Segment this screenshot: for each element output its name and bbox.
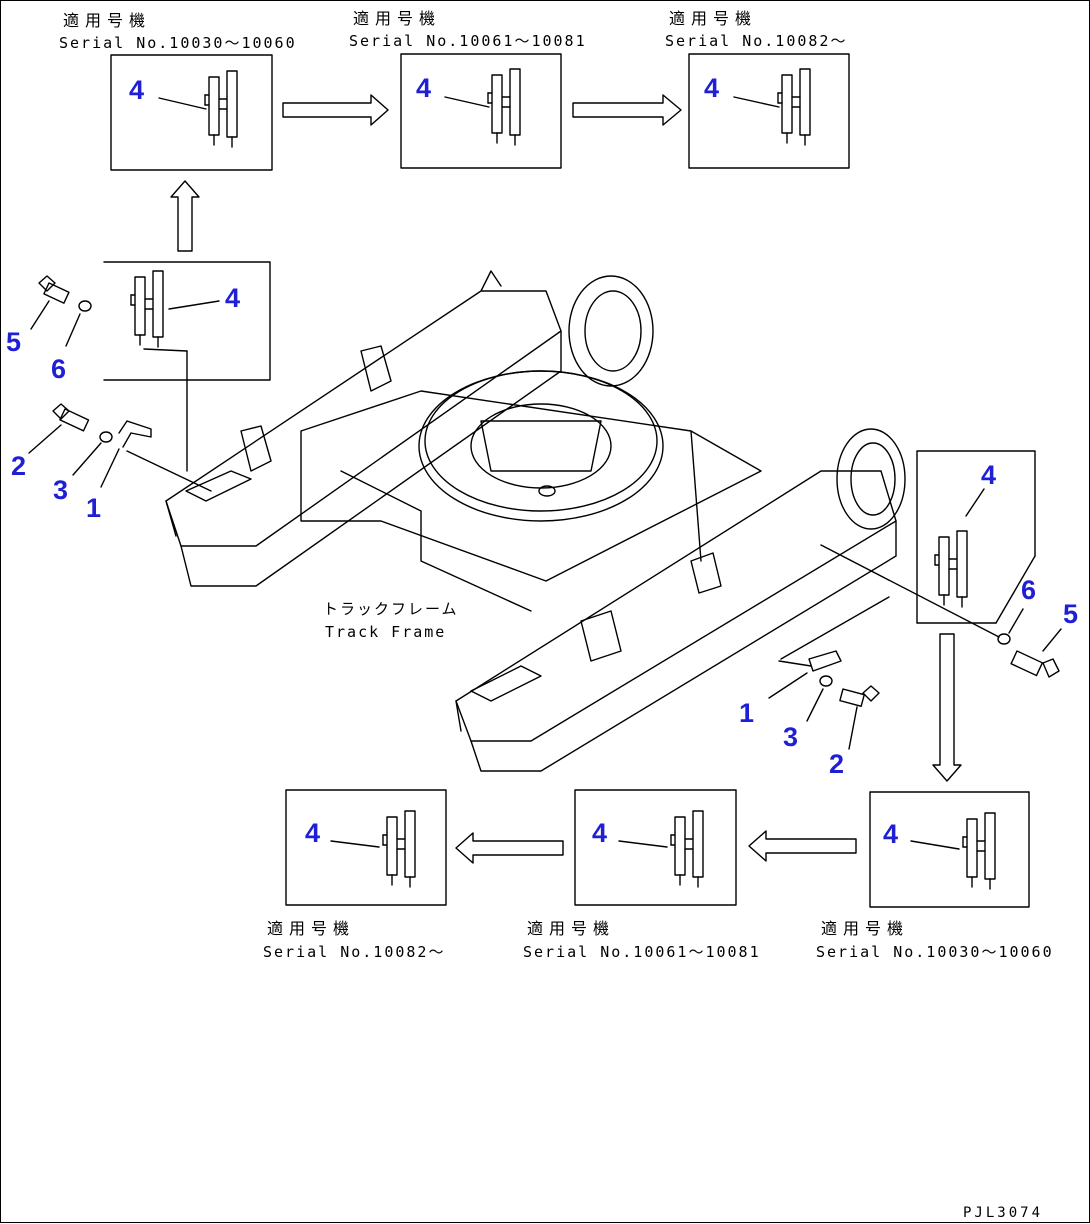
clip-1-left: [118, 420, 152, 448]
callout-2-left: 2: [11, 451, 27, 481]
callout-1-left: 1: [86, 493, 102, 523]
serial-range-bottom-1: Serial No.10082～: [263, 943, 446, 961]
callout-6-left: 6: [51, 354, 67, 384]
detail-box-right: [916, 450, 1036, 624]
callout-4-right-box: 4: [981, 460, 997, 490]
callout-5-left: 5: [6, 327, 22, 357]
serial-range-bottom-3: Serial No.10030～10060: [816, 943, 1054, 961]
callout-1-right: 1: [739, 698, 755, 728]
serial-range-top-3: Serial No.10082～: [665, 32, 848, 50]
bolt-2-right: [839, 685, 880, 707]
arrow-up: [170, 180, 200, 252]
callout-2-right: 2: [829, 749, 845, 779]
washer-6-right: [997, 633, 1011, 645]
track-frame-label-en: Track Frame: [325, 623, 447, 641]
track-frame-label-jp: トラックフレーム: [323, 600, 459, 618]
detail-box-top-3: [688, 53, 850, 169]
washer-3-right: [819, 675, 833, 687]
arrow-down: [932, 633, 962, 782]
callout-4-bottom-2: 4: [592, 818, 608, 848]
applicability-label-bottom-3: 適用号機: [821, 919, 910, 938]
detail-box-top-2: [400, 53, 562, 169]
callout-4-bottom-1: 4: [305, 818, 321, 848]
arrow-right-1: [282, 94, 389, 126]
callout-4-top-1: 4: [129, 75, 145, 105]
washer-3-left: [99, 431, 113, 443]
arrow-left-1: [748, 830, 857, 862]
serial-range-bottom-2: Serial No.10061～10081: [523, 943, 761, 961]
arrow-right-2: [572, 94, 682, 126]
callout-3-right: 3: [783, 722, 799, 752]
applicability-label-top-1: 適用号機: [63, 11, 152, 30]
bolt-5-left: [38, 275, 70, 304]
callout-4-bottom-3: 4: [883, 819, 899, 849]
track-frame-drawing: [165, 270, 906, 772]
bolt-2-left: [52, 403, 90, 432]
detail-box-bottom-3: [869, 791, 1030, 908]
applicability-label-bottom-2: 適用号機: [527, 919, 616, 938]
drawing-reference: PJL3074: [963, 1205, 1044, 1221]
washer-6-left: [78, 300, 92, 312]
callout-3-left: 3: [53, 475, 69, 505]
callout-4-left-box: 4: [225, 283, 241, 313]
detail-box-bottom-2: [574, 789, 737, 906]
detail-box-top-1: [110, 54, 273, 171]
detail-box-bottom-1: [285, 789, 447, 906]
applicability-label-top-2: 適用号機: [353, 9, 442, 28]
applicability-label-bottom-1: 適用号機: [267, 919, 356, 938]
callout-5-right: 5: [1063, 599, 1079, 629]
clip-1-right: [808, 650, 842, 672]
callout-4-top-2: 4: [416, 73, 432, 103]
serial-range-top-2: Serial No.10061～10081: [349, 32, 587, 50]
arrow-left-2: [455, 832, 564, 864]
callout-6-right: 6: [1021, 575, 1037, 605]
serial-range-top-1: Serial No.10030～10060: [59, 34, 297, 52]
applicability-label-top-3: 適用号機: [669, 9, 758, 28]
bolt-5-right: [1010, 650, 1060, 678]
callout-4-top-3: 4: [704, 73, 720, 103]
